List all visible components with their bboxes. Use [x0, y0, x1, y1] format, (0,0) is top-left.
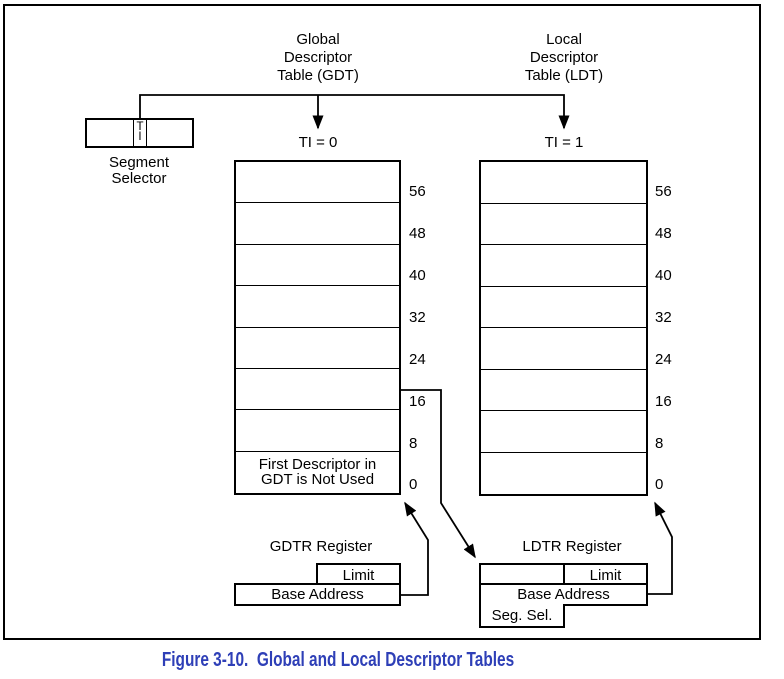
- gdt-table: First Descriptor in GDT is Not Used: [234, 160, 401, 495]
- gdtr-base-address-box: Base Address: [234, 583, 401, 606]
- gdtr-register-label: GDTR Register: [269, 538, 373, 555]
- ldtr-base-address-label: Base Address: [517, 586, 610, 603]
- selector-index-field: [87, 120, 133, 146]
- ldtr-segment-selector-box: Seg. Sel.: [479, 604, 565, 628]
- ldt-offset-24: 24: [655, 351, 672, 368]
- ldt-title-line: Local: [546, 31, 582, 48]
- ldtr-limit-cell: Limit: [563, 565, 646, 585]
- gdt-offset-16: 16: [409, 393, 426, 410]
- ldt-row: [481, 328, 646, 370]
- ldtr-register-label: LDTR Register: [522, 538, 622, 555]
- gdt-row: [236, 286, 399, 328]
- ldt-offset-0: 0: [655, 476, 664, 493]
- gdt-row: [236, 328, 399, 369]
- ti-equals-0-label: TI = 0: [298, 134, 338, 151]
- ti-equals-1-label: TI = 1: [544, 134, 584, 151]
- ldtr-selector-limit-row: Limit: [479, 563, 648, 585]
- gdt-row-first-descriptor: First Descriptor in GDT is Not Used: [236, 452, 399, 493]
- ldt-title-line: Table (LDT): [524, 67, 604, 84]
- ldt-title: Local Descriptor Table (LDT): [484, 31, 644, 85]
- gdt-offset-24: 24: [409, 351, 426, 368]
- segment-selector-label: Segment Selector: [79, 155, 199, 187]
- ldt-row: [481, 204, 646, 245]
- segment-selector-label-line: Segment: [108, 154, 170, 171]
- ldtr-hidden-field: [481, 565, 563, 585]
- ldt-offset-8: 8: [655, 435, 664, 452]
- gdt-offset-0: 0: [409, 476, 418, 493]
- ldt-row: [481, 453, 646, 495]
- ldt-offset-labels: 56 48 40 32 24 16 8 0: [655, 0, 695, 679]
- selector-rpl-field: [147, 120, 192, 146]
- ldt-row: [481, 411, 646, 453]
- selector-ti-bit: T I: [133, 120, 147, 146]
- figure-border: [3, 4, 761, 640]
- gdt-note-line: First Descriptor in: [258, 455, 377, 473]
- ldt-row: [481, 287, 646, 328]
- ldt-table: [479, 160, 648, 496]
- gdt-offset-labels: 56 48 40 32 24 16 8 0: [409, 0, 449, 679]
- ldt-row: [481, 370, 646, 411]
- ldtr-base-address-box: Base Address: [479, 583, 648, 606]
- gdt-title: Global Descriptor Table (GDT): [238, 31, 398, 85]
- ldt-offset-56: 56: [655, 183, 672, 200]
- ldt-offset-40: 40: [655, 267, 672, 284]
- ldt-offset-16: 16: [655, 393, 672, 410]
- figure-caption: Figure 3-10. Global and Local Descriptor…: [161, 649, 515, 671]
- gdt-offset-56: 56: [409, 183, 426, 200]
- gdt-row: [236, 369, 399, 411]
- ldt-row: [481, 162, 646, 204]
- ti-bit-letter: I: [138, 131, 142, 143]
- gdt-row: [236, 410, 399, 452]
- gdt-row: [236, 162, 399, 204]
- gdt-offset-32: 32: [409, 309, 426, 326]
- gdtr-limit-label: Limit: [342, 566, 375, 584]
- ldt-offset-32: 32: [655, 309, 672, 326]
- ldt-offset-48: 48: [655, 225, 672, 242]
- ldt-row: [481, 245, 646, 287]
- gdt-row: [236, 203, 399, 245]
- gdt-title-line: Global: [296, 31, 340, 48]
- ldtr-limit-label: Limit: [589, 566, 622, 584]
- gdt-title-line: Descriptor: [283, 49, 353, 66]
- ldt-title-line: Descriptor: [529, 49, 599, 66]
- gdt-offset-40: 40: [409, 267, 426, 284]
- gdt-note-line: GDT is Not Used: [260, 471, 375, 489]
- gdtr-limit-box: Limit: [316, 563, 401, 585]
- gdt-offset-48: 48: [409, 225, 426, 242]
- segment-selector-box: T I: [85, 118, 194, 148]
- gdt-row: [236, 245, 399, 287]
- segment-selector-label-line: Selector: [111, 170, 167, 187]
- gdt-first-descriptor-note: First Descriptor in GDT is Not Used: [259, 457, 377, 488]
- ldtr-segment-selector-label: Seg. Sel.: [491, 606, 553, 624]
- gdtr-base-address-label: Base Address: [271, 586, 364, 603]
- gdt-title-line: Table (GDT): [277, 67, 359, 84]
- gdt-offset-8: 8: [409, 435, 418, 452]
